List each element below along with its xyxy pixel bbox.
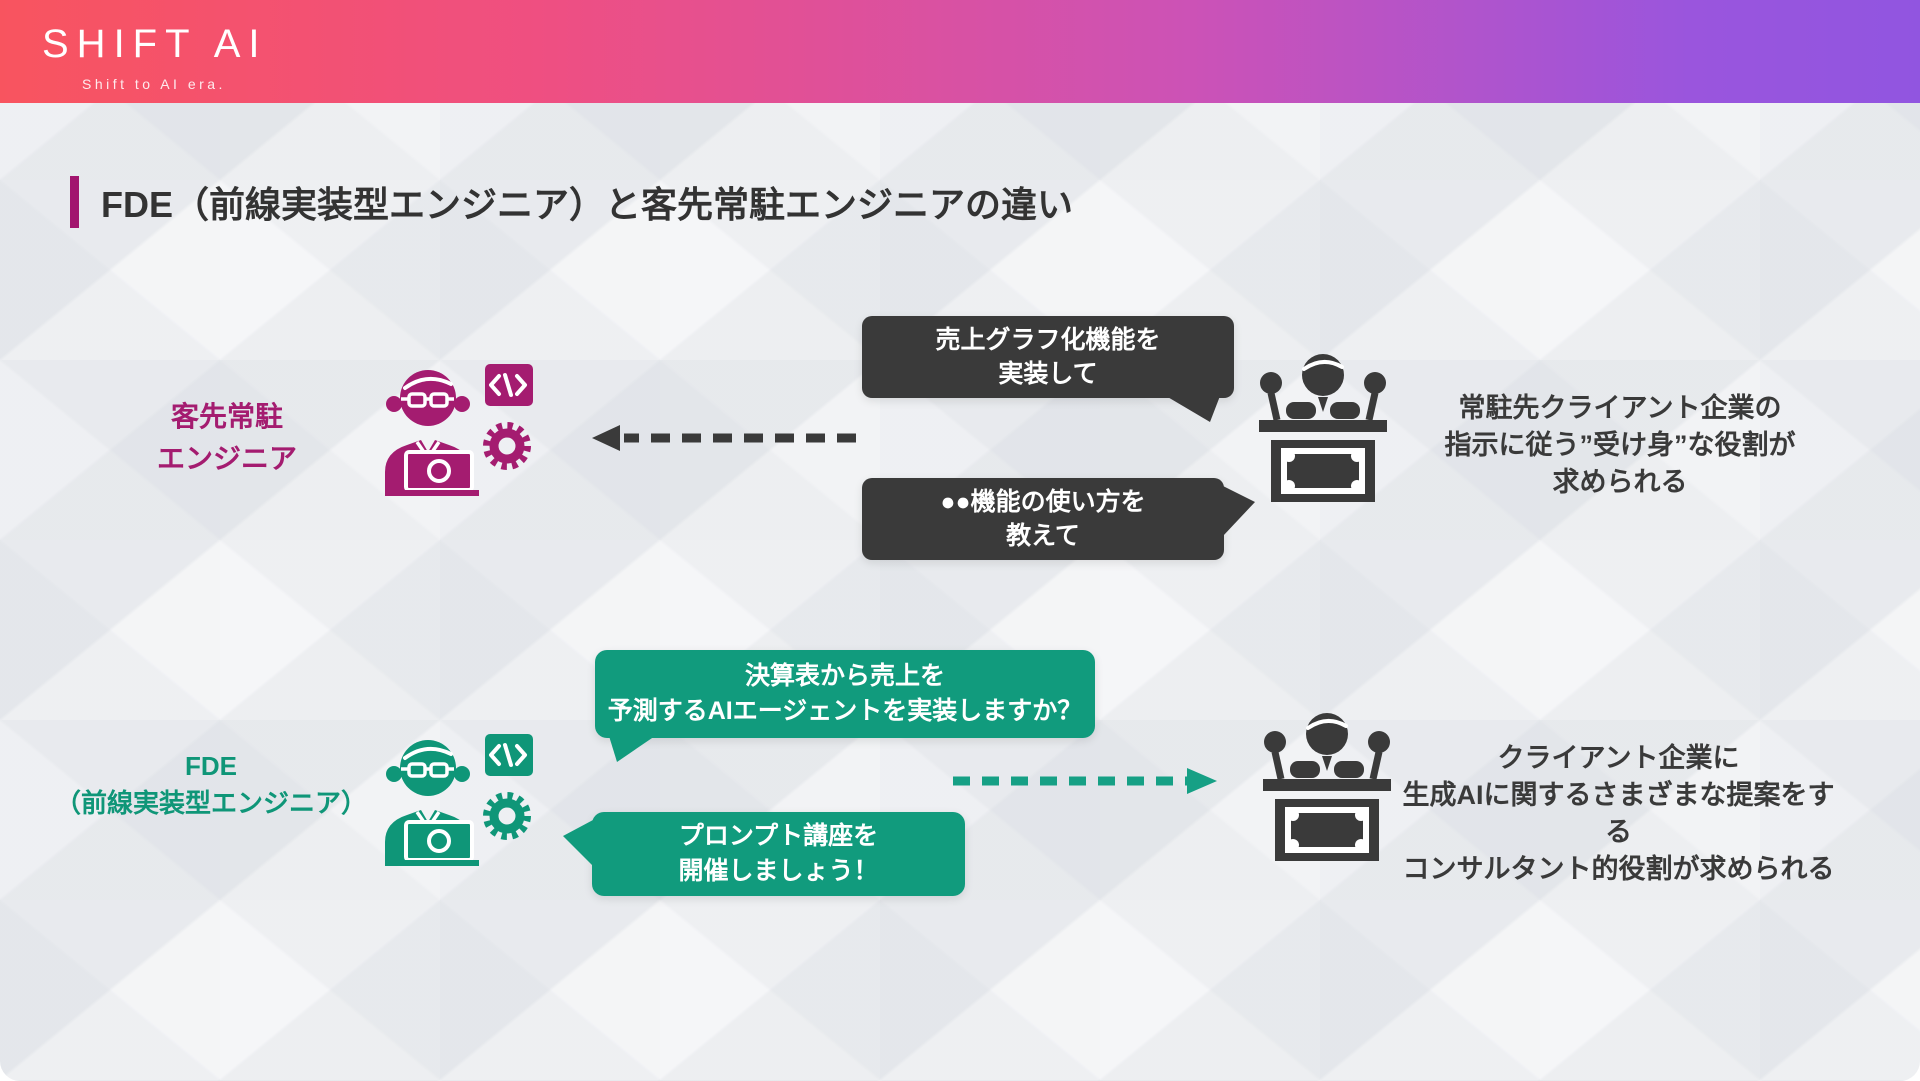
code-badge-icon [485, 364, 533, 406]
label-line: FDE [185, 751, 237, 781]
bubble-text-line: ●●機能の使い方を [940, 488, 1146, 516]
label-onsite-engineer: 客先常駐 エンジニア [112, 396, 342, 480]
bubble-tail [563, 820, 593, 866]
engineer-at-laptop-icon [385, 734, 533, 866]
speech-bubble-onsite-1: 売上グラフ化機能を 実装して [862, 316, 1234, 422]
bubble-tail [1166, 396, 1220, 422]
brand-tagline: Shift to AI era. [82, 76, 226, 92]
dashed-arrow-left-icon [592, 425, 856, 451]
slide-title-block: FDE（前線実装型エンジニア）と客先常駐エンジニアの違い [70, 176, 1073, 228]
description-onsite: 常駐先クライアント企業の 指示に従う”受け身”な役割が 求められる [1420, 390, 1820, 501]
bubble-text-line: 決算表から売上を [744, 662, 945, 690]
bubble-text-line: プロンプト講座を [678, 822, 879, 850]
code-badge-icon [485, 734, 533, 776]
engineer-at-laptop-icon [385, 364, 533, 496]
gear-icon [483, 422, 531, 470]
description-line: 生成AIに関するさまざまな提案をする [1402, 780, 1835, 847]
dashed-arrow-right-icon [953, 768, 1217, 794]
description-line: 指示に従う”受け身”な役割が [1444, 430, 1796, 460]
label-fde-engineer: FDE （前線実装型エンジニア） [55, 748, 367, 822]
description-line: 常駐先クライアント企業の [1458, 393, 1782, 423]
bubble-text-line: 開催しましょう！ [678, 857, 879, 885]
description-line: クライアント企業に [1497, 743, 1740, 773]
label-line: エンジニア [156, 443, 297, 474]
presenter-podium-icon [1259, 354, 1387, 502]
brand-logo-text: SHIFT AI [42, 22, 268, 66]
bubble-tail [1223, 486, 1255, 536]
bubble-tail [609, 736, 655, 762]
bubble-text-line: 教えて [1006, 522, 1080, 550]
speech-bubble-onsite-2: ●●機能の使い方を 教えて [862, 478, 1255, 560]
description-fde: クライアント企業に 生成AIに関するさまざまな提案をする コンサルタント的役割が… [1396, 740, 1841, 888]
title-accent-bar [70, 176, 79, 228]
speech-bubble-fde-2: プロンプト講座を 開催しましょう！ [563, 812, 965, 896]
description-line: 求められる [1552, 467, 1688, 497]
gear-icon [483, 792, 531, 840]
bubble-text-line: 売上グラフ化機能を [935, 326, 1161, 354]
speech-bubble-fde-1: 決算表から売上を 予測するAIエージェントを実装しますか？ [595, 650, 1095, 762]
label-line: 客先常駐 [170, 401, 283, 432]
description-line: コンサルタント的役割が求められる [1402, 854, 1835, 884]
presenter-podium-icon [1263, 713, 1391, 861]
header-banner: SHIFT AI Shift to AI era. [0, 0, 1920, 103]
bubble-text-line: 実装して [998, 360, 1098, 388]
label-line: （前線実装型エンジニア） [55, 788, 368, 818]
bubble-text-line: 予測するAIエージェントを実装しますか？ [607, 697, 1083, 725]
page-title: FDE（前線実装型エンジニア）と客先常駐エンジニアの違い [101, 184, 1074, 225]
